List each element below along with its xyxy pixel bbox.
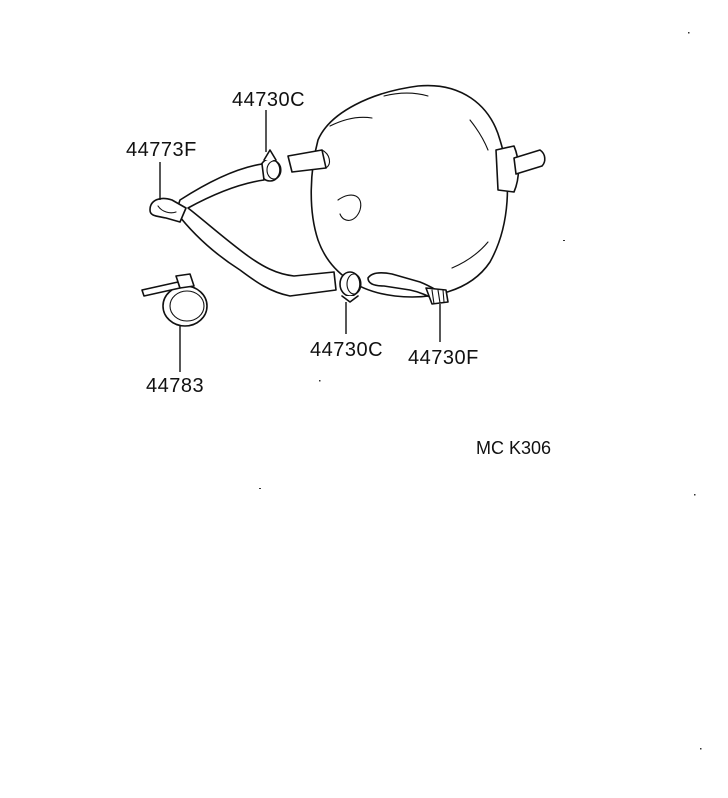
leader-lines: [159, 110, 441, 372]
check-valve: [367, 272, 449, 305]
clamp-lower: [339, 271, 362, 303]
label-clamp-upper: 44730C: [232, 89, 305, 111]
scan-specks: [259, 32, 702, 750]
clamp-upper: [259, 149, 282, 182]
brake-booster: [287, 84, 546, 298]
label-band-clamp: 44783: [146, 375, 204, 397]
label-hose: 44773F: [126, 139, 197, 161]
label-check-valve: 44730F: [408, 347, 479, 369]
diagram-code: MC K306: [476, 438, 551, 458]
label-clamp-lower: 44730C: [310, 339, 383, 361]
vacuum-hose: [149, 163, 337, 297]
band-clamp: [141, 273, 208, 327]
